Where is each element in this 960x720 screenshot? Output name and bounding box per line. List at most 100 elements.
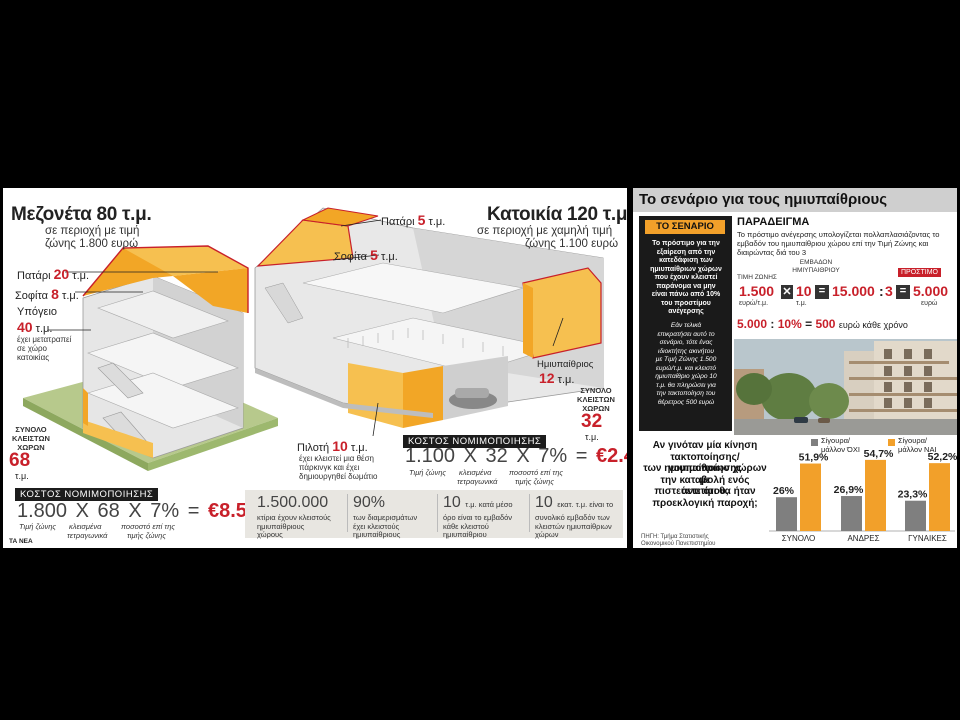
ex-zone-unit: ευρώ/τ.μ. <box>739 300 769 307</box>
scenario-bold-line: εξαίρεση από την <box>656 248 716 256</box>
apartment-subtitle-1: σε περιοχή με χαμηλή τιμή <box>477 225 613 237</box>
scenario-italic-line: επικρατήσει αυτό το <box>657 330 715 338</box>
poll-question-line: των ημιυπαίθριων χώρων με <box>643 463 767 486</box>
maisonette-ypogeio-note-3: κατοικίας <box>17 353 50 362</box>
building-illustrations <box>23 207 604 471</box>
legend-no-swatch <box>811 439 818 446</box>
maisonette-title: Μεζονέτα 80 τ.μ. <box>11 204 152 225</box>
bar-label-yes-0: 51,9% <box>799 452 829 464</box>
apartment-cost-header: ΚΟΣΤΟΣ ΝΟΜΙΜΟΠΟΙΗΣΗΣ <box>403 435 547 448</box>
maisonette-subtitle-2: ζώνης 1.800 ευρώ <box>45 238 139 250</box>
bar-no-0 <box>776 497 797 531</box>
apartment-title: Κατοικία 120 τ.μ. <box>487 204 627 225</box>
source-1: ΠΗΓΗ: Τμήμα Στατιστικής <box>641 534 709 540</box>
maisonette-ypogeio-label: Υπόγειο <box>17 306 58 318</box>
maisonette-formula-label-c2: τιμής ζώνης <box>127 531 166 540</box>
poll-question-line: προεκλογική παροχή; <box>652 497 758 509</box>
bar-no-2 <box>905 500 926 531</box>
scenario-bold-line: ανέγερσης <box>668 308 704 315</box>
apartment-semi-label: Ημιυπαίθριος <box>537 359 594 370</box>
maisonette-subtitle-1: σε περιοχή με τιμή <box>45 225 140 237</box>
maisonette-ypogeio-note-2: σε χώρο <box>17 344 47 353</box>
scenario-panel: Το σενάριο για τους ημιυπαίθριους ΤΟ ΣΕΝ… <box>633 188 957 548</box>
source-2: Οικονομικού Πανεπιστημίου <box>641 541 716 547</box>
scenario-italic-line: τ.μ. θα πληρώσει για <box>656 381 716 389</box>
scenario-italic-line: Εάν τελικά <box>670 322 702 329</box>
ex-product-value: 15.000 <box>832 283 875 299</box>
legend-yes-1: Σίγουρα/ <box>898 436 928 445</box>
maisonette-cost-header: ΚΟΣΤΟΣ ΝΟΜΙΜΟΠΟΙΗΣΗΣ <box>15 488 159 501</box>
buildings-infographic: Μεζονέτα 80 τ.μ. σε περιοχή με τιμή ζώνη… <box>3 188 627 548</box>
ex-divisor-value: 3 <box>885 283 893 299</box>
apartment-formula-label-b1: κλεισμένα <box>459 468 492 477</box>
poll-bar-chart: 26%51,9%ΣΥΝΟΛΟ26,9%54,7%ΑΝΔΡΕΣ23,3%52,2%… <box>769 448 957 543</box>
apartment-patari-label: Πατάρι 5 τ.μ. <box>381 212 446 228</box>
ex-eq-op-2: = <box>896 285 910 299</box>
maisonette-formula-label-b1: κλεισμένα <box>69 522 102 531</box>
maisonette-patari-label: Πατάρι 20 τ.μ. <box>17 266 90 282</box>
ex-area-unit: τ.μ. <box>796 300 807 307</box>
apartment-formula-label-c1: ποσοστό επί της <box>509 468 564 477</box>
maisonette-formula: 1.800 X 68 X 7% = €8.500 <box>17 500 270 522</box>
maisonette-enclosed-unit: τ.μ. <box>15 471 29 481</box>
example-desc-1: Το πρόστιμο ανέγερσης υπολογίζεται πολλα… <box>737 230 940 239</box>
bar-no-1 <box>841 496 862 531</box>
maisonette-formula-label-a: Τιμή ζώνης <box>19 522 57 531</box>
stat-buildings: 1.500.000 κτίρια έχουν κλειστούς ημιυπαί… <box>257 494 331 539</box>
ex-fine-unit: ευρώ <box>921 300 938 307</box>
apartment-sofita-label: Σοφίτα 5 τ.μ. <box>334 247 398 263</box>
scenario-bold-line: είναι πάνω από 10% <box>651 291 721 298</box>
legend-yes-2: μάλλον ΝΑΙ <box>898 445 937 454</box>
bar-yes-0 <box>800 463 821 531</box>
bar-label-no-2: 23,3% <box>898 489 928 501</box>
poll-question-line: την καταβολή ενός αντιτίμου, <box>660 474 750 498</box>
maisonette-sofita-label: Σοφίτα 8 τ.μ. <box>15 286 79 302</box>
bar-label-yes-2: 52,2% <box>928 451 957 463</box>
poll-question-line: Αν γινόταν μία κίνηση <box>652 440 758 451</box>
example-desc-2: εμβαδόν του ημιυπαίθριου χώρου επί την Τ… <box>737 239 929 248</box>
scenario-tag: ΤΟ ΣΕΝΑΡΙΟ <box>645 220 725 234</box>
apartment-enclosed-value: 32 <box>581 411 603 432</box>
scenario-italic-line: ιδιοκτήτης ακινήτου <box>658 347 714 355</box>
poll-question-line: τακτοποίησης/νομιμοποίησης <box>668 451 742 475</box>
ex-fine-value: 5.000 <box>913 283 949 299</box>
maisonette-drawing <box>23 245 278 471</box>
apartment-subtitle-2: ζώνης 1.100 ευρώ <box>525 238 619 250</box>
scenario-italic-line: θέρετρος 500 ευρώ <box>657 398 715 406</box>
apartment-piloti-note-1: έχει κλειστεί μια θέση <box>299 454 374 463</box>
apartment-formula-label-c2: τιμής ζώνης <box>515 477 554 486</box>
apartment-enclosed-label-2: ΚΛΕΙΣΤΩΝ <box>577 395 615 404</box>
scenario-italic-line: σενάριο, τότε ένας <box>659 339 713 346</box>
stat-total-area: 10 εκατ. τ.μ. είναι το συνολικό εμβαδόν … <box>529 494 613 540</box>
legend-no-1: Σίγουρα/ <box>821 436 851 445</box>
maisonette-formula-label-c1: ποσοστό επί της <box>121 522 176 531</box>
label-area-2: ΗΜΙΥΠΑΙΘΡΙΟΥ <box>792 267 840 274</box>
city-street-photo <box>734 339 957 435</box>
label-fine: ΠΡΟΣΤΙΜΟ <box>898 268 941 277</box>
scenario-bold-line: Το πρόστιμο για την <box>652 240 720 247</box>
maisonette-enclosed-label-1: ΣΥΝΟΛΟ <box>15 425 47 434</box>
apartment-formula: 1.100 X 32 X 7% = €2.464 <box>405 445 627 467</box>
scenario-bold-line: παράνομα να μην <box>656 282 716 290</box>
category-label-2: ΓΥΝΑΙΚΕΣ <box>908 534 947 543</box>
bar-yes-2 <box>929 463 950 531</box>
bar-label-no-1: 26,9% <box>834 484 864 496</box>
label-area-1: ΕΜΒΑΔΟΝ <box>799 259 833 266</box>
scenario-italic-line: την τακτοποίηση του <box>656 390 716 397</box>
scenario-bold-line: ημιυπαίθριων χώρων <box>650 265 722 273</box>
apartment-enclosed-label-3: ΧΩΡΩΝ <box>582 404 610 413</box>
ex-zone-value: 1.500 <box>739 283 775 299</box>
example-title: ΠΑΡΑΔΕΙΓΜΑ <box>737 216 810 228</box>
scenario-bold-line: κατεδάφιση των <box>659 257 713 264</box>
apartment-piloti-note-3: δημιουργηθεί δωμάτιο <box>299 472 378 481</box>
label-zone: ΤΙΜΗ ΖΩΝΗΣ <box>737 274 777 281</box>
scenario-header: Το σενάριο για τους ημιυπαίθριους <box>633 188 957 212</box>
maisonette-formula-label-b2: τετραγωνικά <box>67 531 108 540</box>
stat-apartments-percent: 90% των διαμερισμάτων έχει κλειστούς ημι… <box>347 494 417 540</box>
apartment-formula-label-b2: τετραγωνικά <box>457 477 498 486</box>
ex-times-op: ✕ <box>781 285 793 299</box>
apartment-piloti-label: Πιλοτή 10 τ.μ. <box>297 438 368 454</box>
poll-question-line: πιστεύετε ότι θα ήταν <box>654 486 756 497</box>
bar-label-yes-1: 54,7% <box>864 448 894 460</box>
maisonette-ypogeio-value: 40 τ.μ. <box>17 319 53 335</box>
